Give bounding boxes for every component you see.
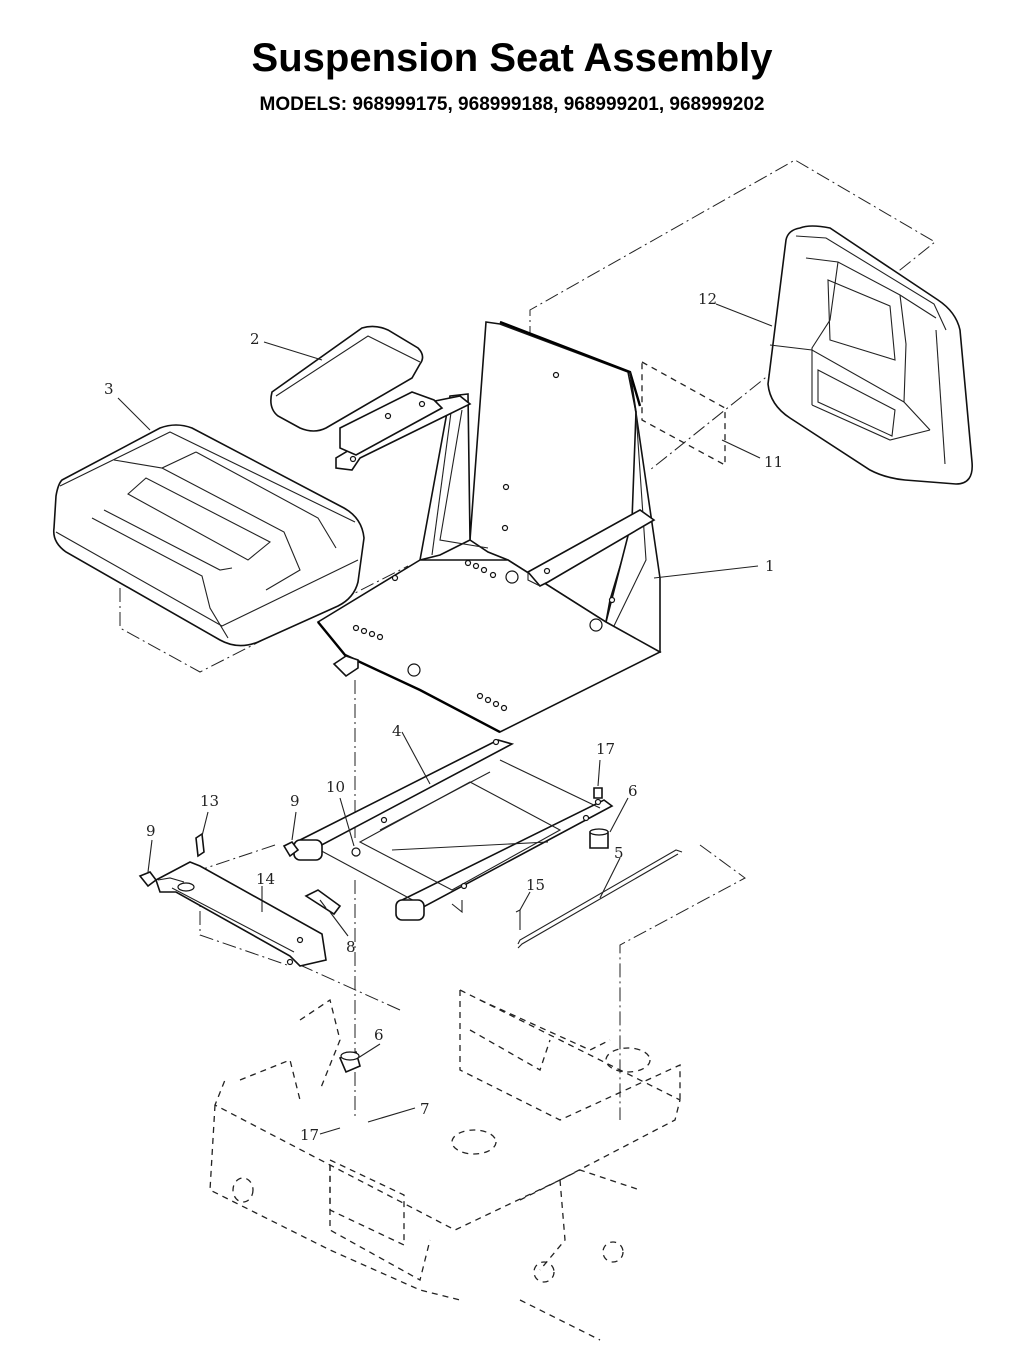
seat-frame: [316, 320, 662, 734]
callout-3: 3: [104, 380, 114, 398]
hardware-nuts-spacers: [138, 787, 609, 888]
callout-leaders: [117, 303, 773, 1135]
callout-13: 13: [200, 792, 219, 810]
callout-1: 1: [765, 557, 775, 575]
callout-14: 14: [256, 870, 275, 888]
seat-back-cushion: [767, 225, 973, 485]
seat-cushion: [52, 424, 365, 647]
callout-17-lower: 17: [300, 1126, 319, 1144]
seat-back-pad: [641, 360, 726, 467]
mower-frame: [209, 989, 681, 1341]
bracket-plate: [155, 861, 327, 967]
callout-9: 9: [290, 792, 300, 810]
slide-rail-frame: [293, 738, 614, 921]
armrest-pad: [270, 325, 444, 463]
callout-5: 5: [614, 844, 624, 862]
callout-7: 7: [420, 1100, 430, 1118]
callout-15: 15: [526, 876, 545, 894]
callout-4: 4: [392, 722, 402, 740]
callout-9-left: 9: [146, 822, 156, 840]
callout-10: 10: [326, 778, 345, 796]
callout-6-lower: 6: [374, 1026, 384, 1044]
models-subtitle: MODELS: 968999175, 968999188, 968999201,…: [259, 94, 765, 115]
diagram-title: Suspension Seat Assembly: [251, 36, 773, 80]
callout-8: 8: [346, 938, 356, 956]
callout-6: 6: [628, 782, 638, 800]
callout-12: 12: [698, 290, 717, 308]
callout-2: 2: [250, 330, 260, 348]
callout-17: 17: [596, 740, 615, 758]
adjuster-rod: [515, 849, 683, 949]
screw-and-bolt: [195, 832, 342, 916]
callout-11: 11: [764, 453, 783, 471]
